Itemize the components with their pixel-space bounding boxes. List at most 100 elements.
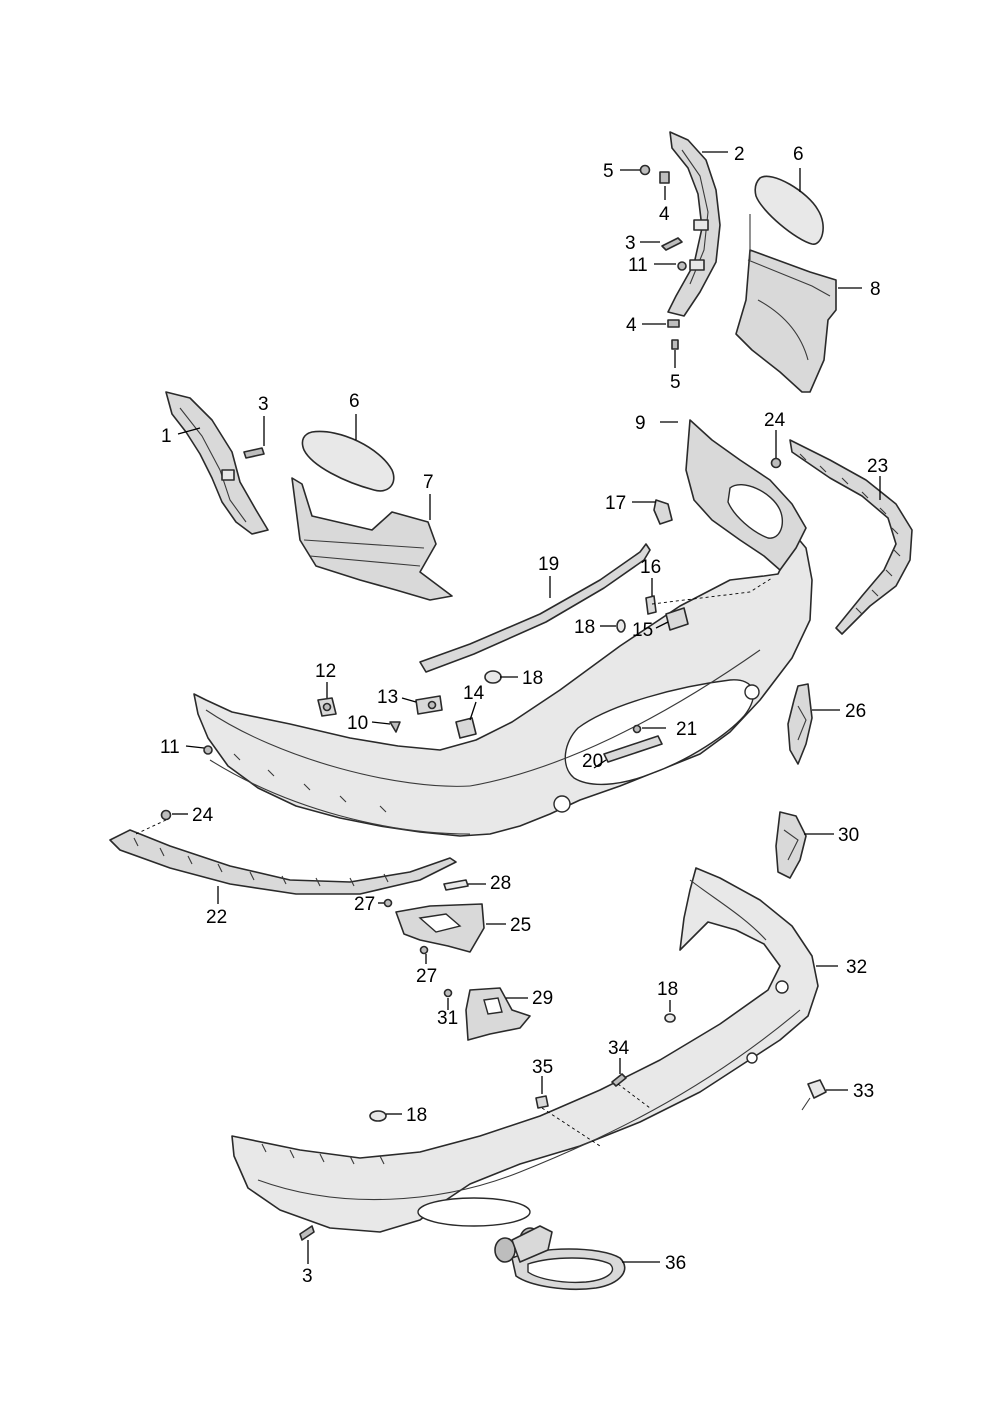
callout-c29: 29	[532, 988, 553, 1009]
callout-c9: 9	[635, 413, 646, 434]
part-sensor-bracket-13	[415, 695, 443, 715]
part-rivet-10	[389, 721, 401, 733]
part-grommet-18-a	[616, 619, 626, 633]
callout-c18b: 18	[522, 668, 543, 689]
part-tailpipe-trim	[494, 1225, 626, 1291]
callout-c11b: 11	[160, 737, 180, 758]
callout-c5a: 5	[603, 161, 614, 182]
fastener-clip-4-upper	[659, 171, 670, 184]
part-reflector-cover-upper	[754, 175, 824, 245]
fastener-bolt-3-left	[243, 447, 265, 459]
part-clip-35	[535, 1095, 549, 1109]
part-lower-diffuser	[231, 867, 819, 1233]
dash-clip-24-left	[135, 819, 167, 835]
callout-c6a: 6	[793, 144, 804, 165]
part-lower-panel-left	[291, 477, 453, 601]
dash-clip-34	[617, 1083, 651, 1109]
callout-c8: 8	[870, 279, 881, 300]
callout-c14: 14	[463, 683, 485, 704]
part-license-lamp-20	[603, 735, 663, 763]
fastener-screw-3-lower	[299, 1225, 315, 1241]
callout-c11a: 11	[628, 255, 648, 276]
callout-c3b: 3	[258, 394, 269, 415]
part-spacer-28	[443, 879, 469, 891]
part-guide-26	[787, 683, 813, 765]
callout-c36: 36	[665, 1253, 686, 1274]
fastener-screw-11-upper	[677, 261, 687, 271]
fastener-screw-27-lower	[419, 945, 429, 955]
part-mount-17	[653, 499, 673, 525]
part-bumper-cover-upper	[193, 419, 813, 837]
fastener-screw-5-lower	[671, 339, 679, 350]
part-sensor-holder-15	[665, 607, 689, 631]
callout-c5b: 5	[670, 372, 681, 393]
callout-c22: 22	[206, 907, 227, 928]
fastener-clip-24-right	[770, 457, 782, 469]
callout-c32: 32	[846, 957, 867, 978]
part-reflector-strip-left	[109, 829, 457, 895]
callout-c24b: 24	[192, 805, 214, 826]
callout-c2: 2	[734, 144, 745, 165]
callout-c34: 34	[608, 1038, 630, 1059]
fastener-screw-21	[632, 724, 642, 734]
callout-c31: 31	[437, 1008, 458, 1029]
callout-c33: 33	[853, 1081, 874, 1102]
callout-c6b: 6	[349, 391, 360, 412]
callout-c25: 25	[510, 915, 531, 936]
callout-c23: 23	[867, 456, 888, 477]
callout-c13: 13	[377, 687, 398, 708]
callout-c12: 12	[315, 661, 336, 682]
part-sensor-16	[645, 595, 657, 615]
callout-c28: 28	[490, 873, 511, 894]
fastener-screw-5-upper	[639, 164, 651, 176]
part-guide-bracket-25	[395, 903, 485, 953]
callout-c16: 16	[640, 557, 661, 578]
callout-c18c: 18	[657, 979, 678, 1000]
fastener-clip-4-lower	[667, 319, 680, 328]
part-bracket-30	[775, 811, 807, 879]
callout-c24a: 24	[764, 410, 786, 431]
dash-sensor	[651, 577, 773, 605]
part-bracket-right	[667, 131, 721, 317]
part-bracket-left	[165, 391, 269, 535]
part-grommet-18-b	[484, 670, 502, 684]
part-grommet-18-c	[664, 1013, 676, 1023]
callout-c18a: 18	[574, 617, 595, 638]
part-clip-34	[611, 1073, 627, 1087]
callout-c35: 35	[532, 1057, 553, 1078]
fastener-screw-31	[443, 988, 453, 998]
callout-c26: 26	[845, 701, 866, 722]
callout-c7: 7	[423, 472, 434, 493]
callout-c27a: 27	[354, 894, 375, 915]
callout-c27b: 27	[416, 966, 437, 987]
callout-c17: 17	[605, 493, 626, 514]
callout-c18d: 18	[406, 1105, 427, 1126]
callout-c20: 20	[582, 751, 603, 772]
callout-c19: 19	[538, 554, 559, 575]
part-reflector-cover-left	[301, 430, 395, 492]
callout-c1: 1	[161, 426, 172, 447]
callout-c3c: 3	[302, 1266, 313, 1287]
part-reflector-strip-right	[789, 439, 913, 635]
callout-c4b: 4	[626, 315, 637, 336]
callout-c10: 10	[347, 713, 368, 734]
part-sensor-bracket-14	[455, 717, 477, 739]
callout-c4a: 4	[659, 204, 670, 225]
part-upper-trim-strip	[419, 543, 651, 673]
fastener-clip-24-left	[160, 809, 172, 821]
fastener-bolt-3-upper	[661, 237, 683, 251]
fastener-screw-27-upper	[383, 898, 393, 908]
part-side-trim-panel	[735, 214, 837, 393]
part-cap-33	[801, 1079, 827, 1111]
callout-c21: 21	[676, 719, 697, 740]
callout-c3a: 3	[625, 233, 636, 254]
part-sensor-bracket-12	[317, 697, 337, 717]
fastener-screw-11-left	[203, 745, 213, 755]
callout-c15: 15	[632, 620, 653, 641]
callout-c30: 30	[838, 825, 859, 846]
part-bracket-29	[465, 987, 531, 1041]
part-grommet-18-d	[369, 1110, 387, 1122]
callout-layer: 2 5 4 3 4 5 6 8 1 3 6 7 9 11 24 23 17 19…	[160, 144, 888, 1287]
